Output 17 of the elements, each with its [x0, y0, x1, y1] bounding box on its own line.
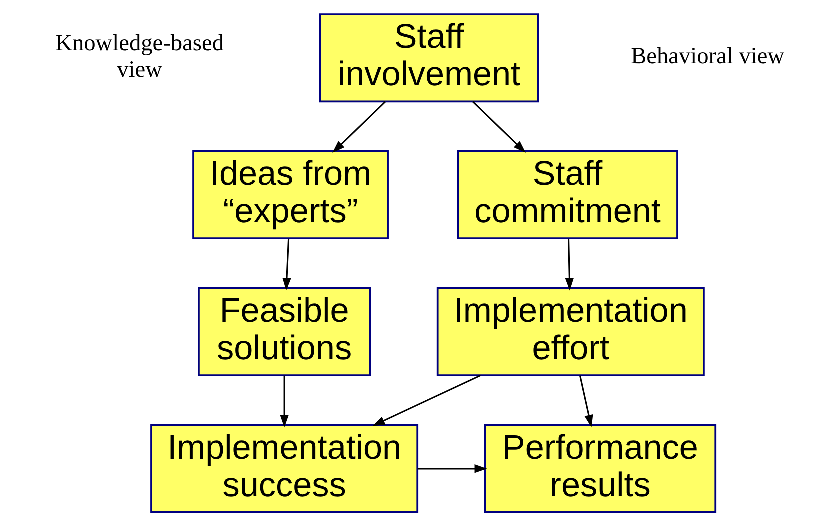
arrow [332, 101, 386, 154]
arrow [472, 101, 526, 154]
node-box: Performance results [484, 424, 717, 514]
node-box: Implementation effort [436, 287, 705, 376]
node-box: Ideas from “experts” [192, 150, 389, 240]
node-box: Staff commitment [457, 150, 678, 240]
arrow [565, 238, 574, 291]
arrow [372, 374, 482, 426]
arrow [580, 376, 594, 428]
label: Knowledge-based view [56, 30, 224, 83]
arrow [418, 464, 488, 474]
node-box: Implementation success [150, 424, 419, 514]
arrow [282, 238, 292, 291]
label: Behavioral view [631, 44, 785, 70]
node-box: Staff involvement [319, 14, 540, 103]
arrow [280, 376, 289, 428]
node-box: Feasible solutions [198, 287, 372, 376]
